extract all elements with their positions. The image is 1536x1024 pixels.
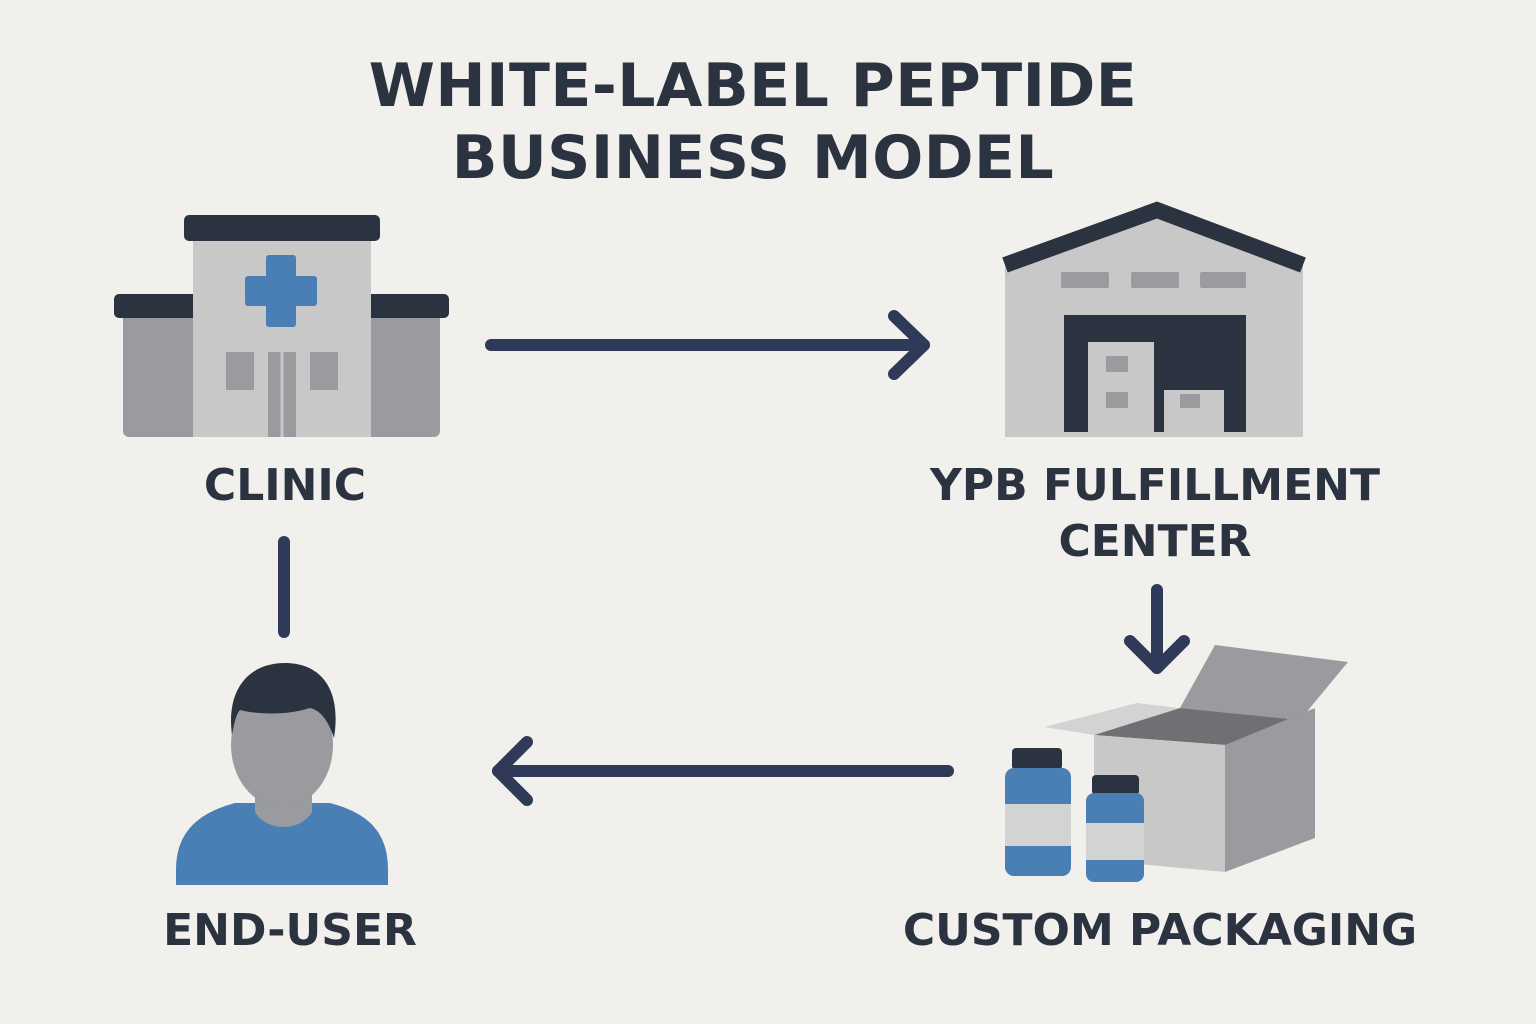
title-line-2: BUSINESS MODEL (451, 123, 1055, 193)
arrow-packaging-to-end-user (492, 736, 954, 806)
diagram-title: WHITE-LABEL PEPTIDE BUSINESS MODEL (0, 50, 1506, 194)
fulfillment-label-line-1: YPB FULFILLMENT (930, 460, 1380, 511)
hospital-icon (114, 215, 449, 437)
clinic-label: CLINIC (135, 458, 435, 514)
packaging-label-text: CUSTOM PACKAGING (902, 905, 1418, 956)
end-user-label-text: END-USER (163, 905, 417, 956)
title-line-1: WHITE-LABEL PEPTIDE (368, 51, 1138, 121)
box-and-vials-icon (1005, 645, 1348, 882)
warehouse-icon (1002, 201, 1306, 437)
arrow-fulfillment-to-packaging (1124, 584, 1190, 674)
fulfillment-label-line-2: CENTER (1058, 516, 1252, 567)
arrow-clinic-to-fulfillment (485, 310, 930, 380)
end-user-label: END-USER (135, 903, 445, 959)
person-icon (176, 663, 388, 885)
custom-packaging-label: CUSTOM PACKAGING (880, 903, 1440, 959)
clinic-label-text: CLINIC (203, 460, 367, 511)
fulfillment-center-label: YPB FULFILLMENT CENTER (905, 458, 1405, 570)
